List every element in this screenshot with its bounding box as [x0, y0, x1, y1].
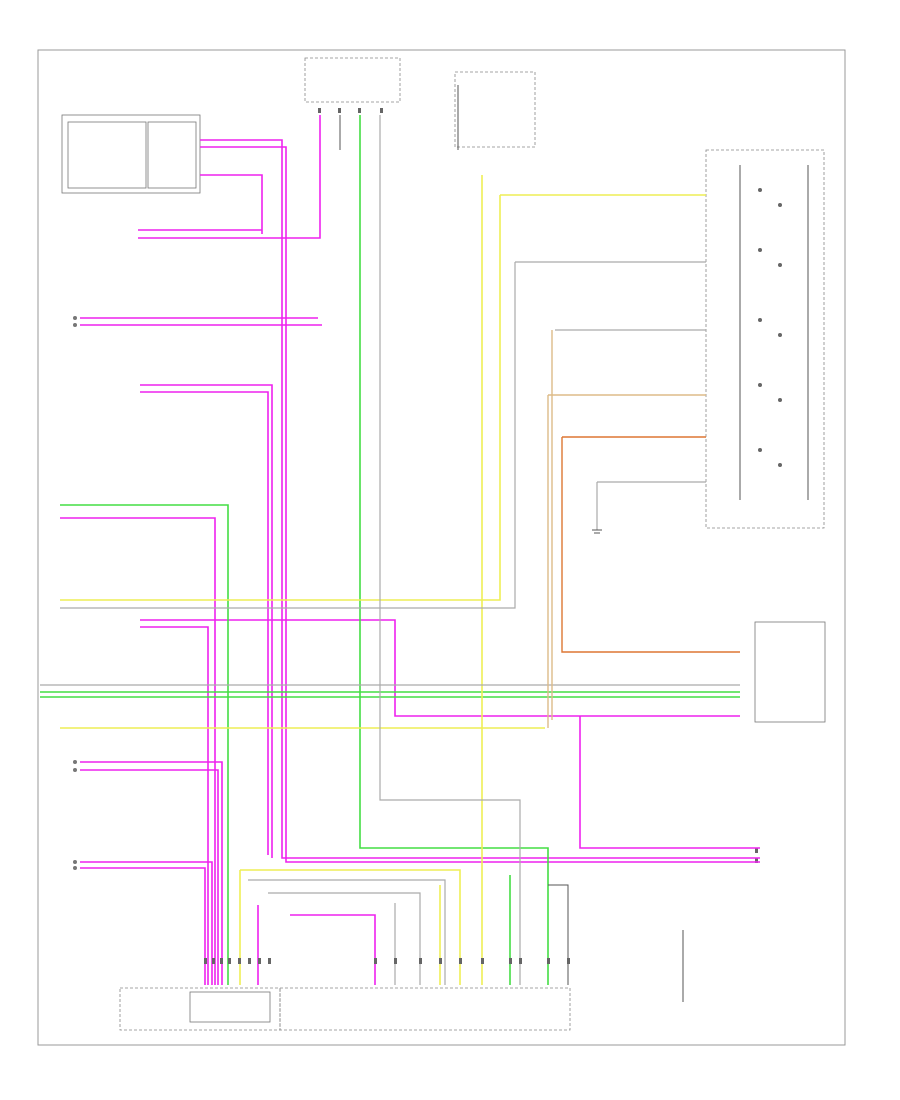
bottom-connector-pins: [204, 958, 570, 964]
wires-green: [40, 115, 740, 985]
ground-symbol-left: [592, 529, 602, 534]
wires-gray: [40, 115, 740, 985]
component-top-right-fuse: [454, 71, 536, 148]
component-right-lower-connector: [755, 848, 758, 863]
component-top-center-module: [304, 57, 401, 113]
component-transmission-switch: [705, 149, 825, 529]
wires-yellow: [60, 175, 706, 985]
component-right-ecm: [754, 621, 826, 723]
component-top-left-module: [61, 114, 201, 194]
diagram-frame: [37, 49, 846, 1046]
wires-black: [339, 85, 569, 985]
component-bottom-center-cluster: [279, 987, 571, 1031]
component-bottom-left-module: [119, 987, 281, 1031]
wires-pink: [60, 115, 760, 985]
left-connector-pins: [73, 316, 77, 870]
wires-tan-orange: [547, 330, 740, 728]
